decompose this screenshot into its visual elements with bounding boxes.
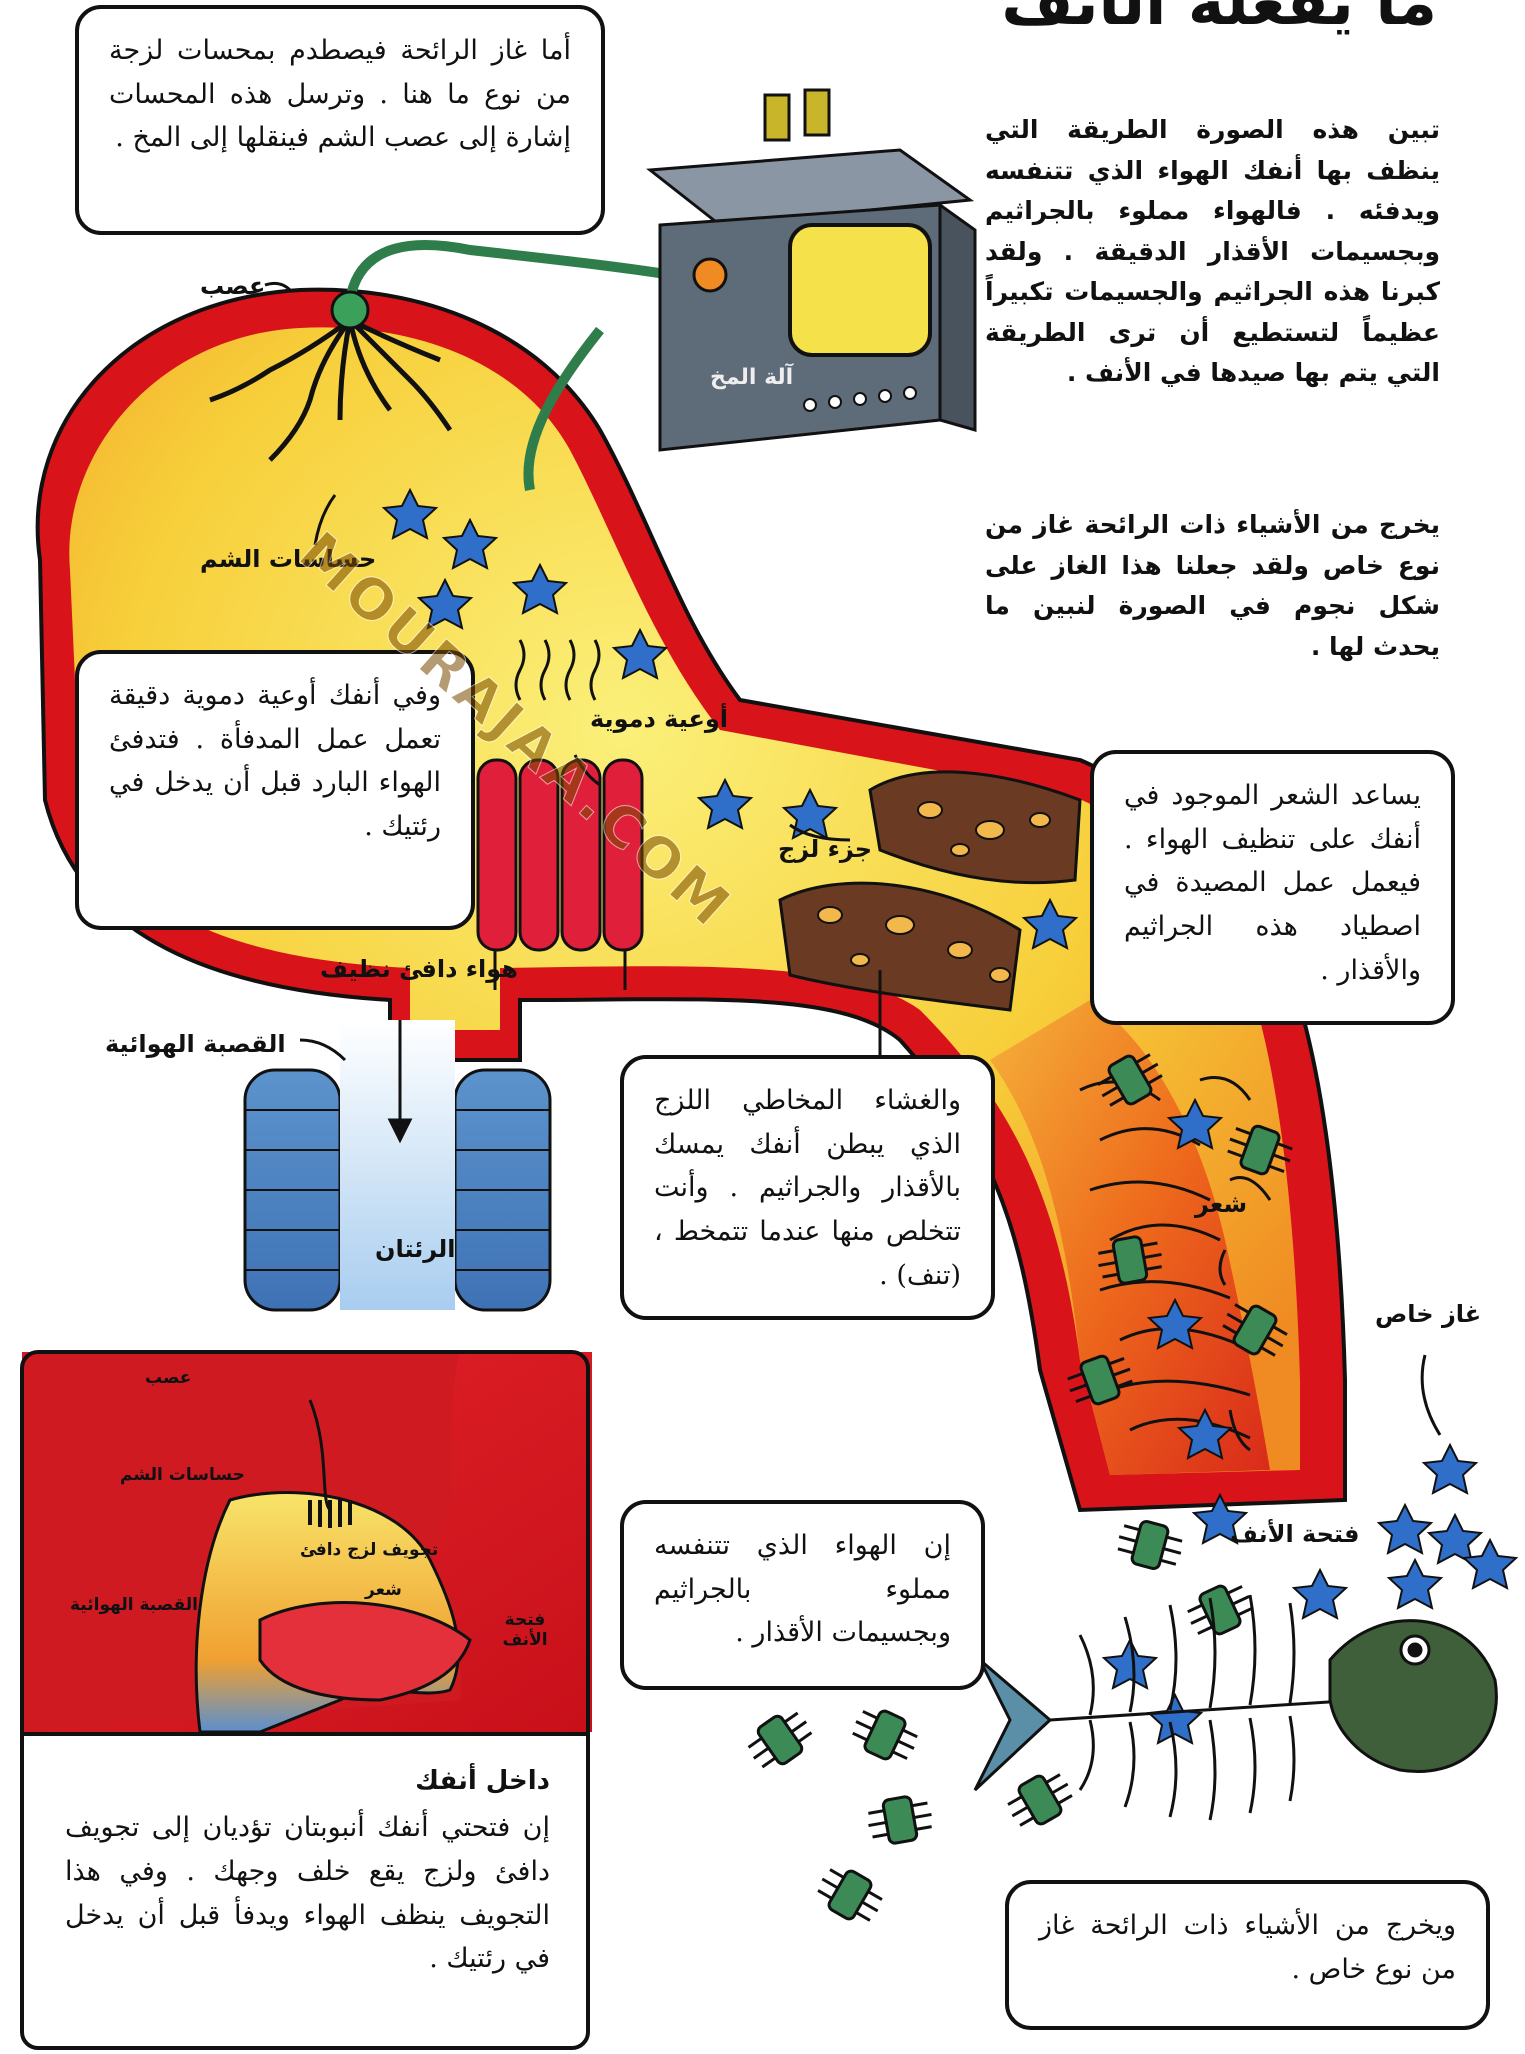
inset-caption-body: إن فتحتي أنفك أنبوبتان تؤديان إلى تجويف …	[65, 1806, 550, 1981]
label-blood-vessels: أوعية دموية	[590, 705, 728, 733]
intro-paragraph-1: تبين هذه الصورة الطريقة التي ينظف بها أن…	[985, 110, 1440, 394]
label-hair: شعر	[1195, 1190, 1247, 1218]
label-lungs: الرئتان	[375, 1235, 455, 1263]
intro-paragraph-2: يخرج من الأشياء ذات الرائحة غاز من نوع خ…	[985, 505, 1440, 667]
label-trachea: القصبة الهوائية	[105, 1030, 286, 1058]
label-sticky-part: جزء لزج	[778, 835, 872, 863]
inset-divider	[22, 1732, 588, 1736]
label-warm-clean-air: هواء دافئ نظيف	[320, 955, 518, 983]
bubble-hair: يساعد الشعر الموجود في أنفك على تنظيف ال…	[1090, 750, 1455, 1025]
bubble-smell: أما غاز الرائحة فيصطدم بمحسات لزجة من نو…	[75, 5, 605, 235]
lungs	[245, 1020, 550, 1310]
brain-machine	[650, 90, 975, 450]
label-nostril: فتحة الأنف	[1230, 1520, 1359, 1548]
inset-caption-title: داخل أنفك	[65, 1760, 550, 1802]
bubble-gas: ويخرج من الأشياء ذات الرائحة غاز من نوع …	[1005, 1880, 1490, 2030]
bubble-blood-vessels: وفي أنفك أوعية دموية دقيقة تعمل عمل المد…	[75, 650, 475, 930]
bubble-mucus: والغشاء المخاطي اللزج الذي يبطن أنفك يمس…	[620, 1055, 995, 1320]
fish-skeleton	[975, 1595, 1496, 1820]
bubble-air: إن الهواء الذي تتنفسه مملوء بالجراثيم وب…	[620, 1500, 985, 1690]
inset-caption: داخل أنفك إن فتحتي أنفك أنبوبتان تؤديان …	[65, 1760, 550, 1981]
label-brain-machine: آلة المخ	[710, 365, 793, 390]
label-nerve: عصب	[200, 272, 265, 300]
label-special-gas: غاز خاص	[1375, 1300, 1481, 1328]
page-title: ما يفعله الأنف	[1001, 0, 1437, 39]
